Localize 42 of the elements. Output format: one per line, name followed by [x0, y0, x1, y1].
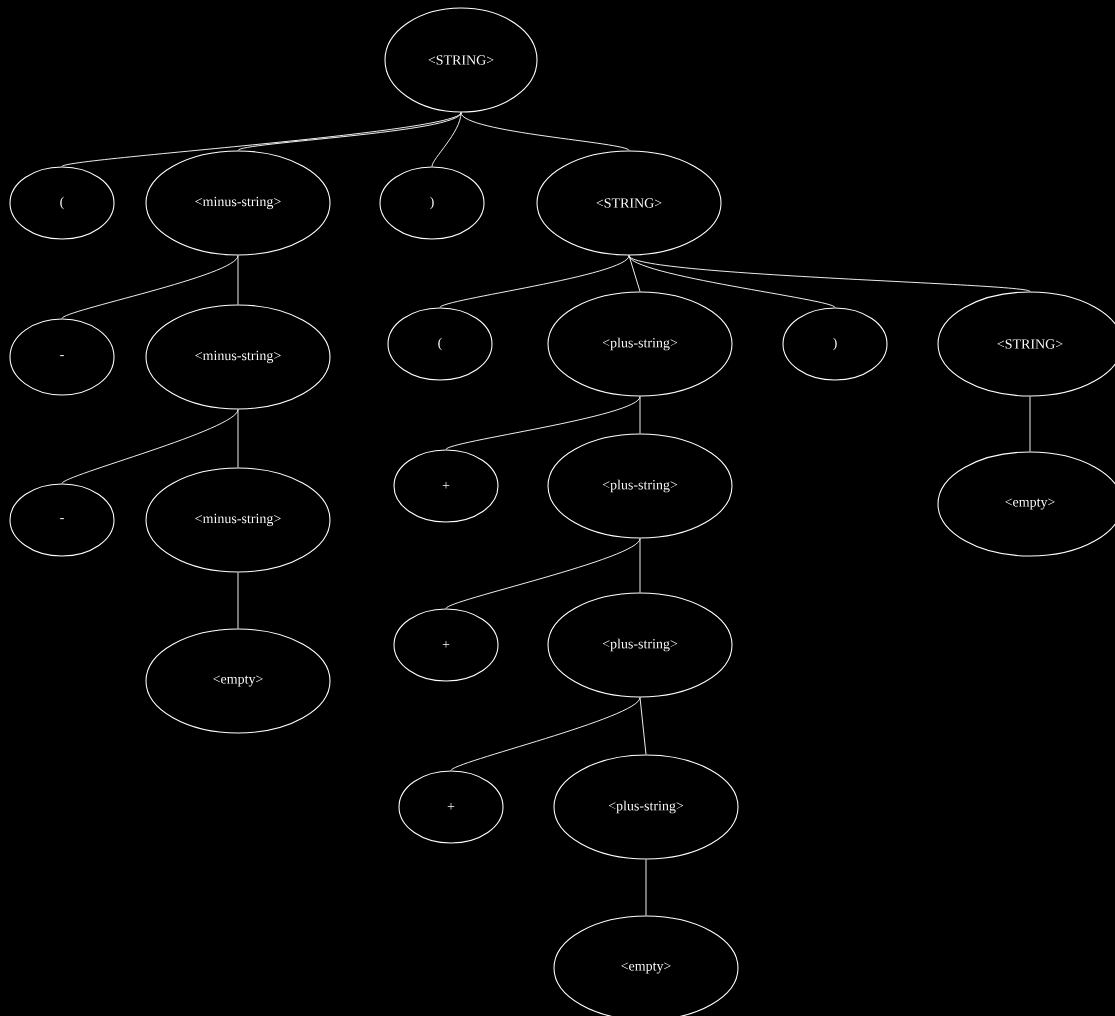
tree-edge [431, 112, 462, 167]
tree-edge [237, 112, 462, 151]
tree-edge [237, 255, 239, 305]
tree-edge [439, 255, 630, 308]
tree-node: <plus-string> [547, 433, 733, 539]
tree-edge [1029, 396, 1031, 452]
tree-node: + [393, 449, 499, 523]
tree-edge [460, 112, 630, 151]
tree-node: + [398, 770, 504, 844]
tree-edge [628, 255, 641, 292]
tree-node: <minus-string> [145, 467, 331, 573]
tree-node: <empty> [937, 451, 1115, 557]
tree-node: + [393, 608, 499, 682]
tree-edge [628, 255, 1031, 292]
tree-node: <plus-string> [547, 291, 733, 397]
tree-node: <plus-string> [547, 592, 733, 698]
tree-node: <STRING> [937, 291, 1115, 397]
tree-node: ( [9, 166, 115, 240]
tree-edge [445, 396, 641, 450]
tree-edge [639, 697, 647, 755]
tree-edge [445, 538, 641, 609]
tree-node: ( [387, 307, 493, 381]
tree-node: <plus-string> [553, 754, 739, 860]
tree-edge [639, 538, 641, 593]
tree-node: <minus-string> [145, 150, 331, 256]
tree-edge [61, 409, 239, 484]
tree-node: ) [782, 307, 888, 381]
tree-edge [628, 255, 836, 308]
tree-edge [645, 859, 647, 916]
tree-edge [61, 255, 239, 319]
tree-node: <STRING> [384, 7, 538, 113]
tree-node: <empty> [553, 915, 739, 1016]
tree-node: - [9, 483, 115, 557]
tree-node: ) [379, 166, 485, 240]
tree-node: - [9, 318, 115, 396]
tree-node: <STRING> [536, 150, 722, 256]
tree-edge [237, 572, 239, 629]
tree-node: <empty> [145, 628, 331, 734]
tree-node: <minus-string> [145, 304, 331, 410]
tree-edge [450, 697, 641, 771]
tree-edge [237, 409, 239, 468]
tree-edge [639, 396, 641, 434]
